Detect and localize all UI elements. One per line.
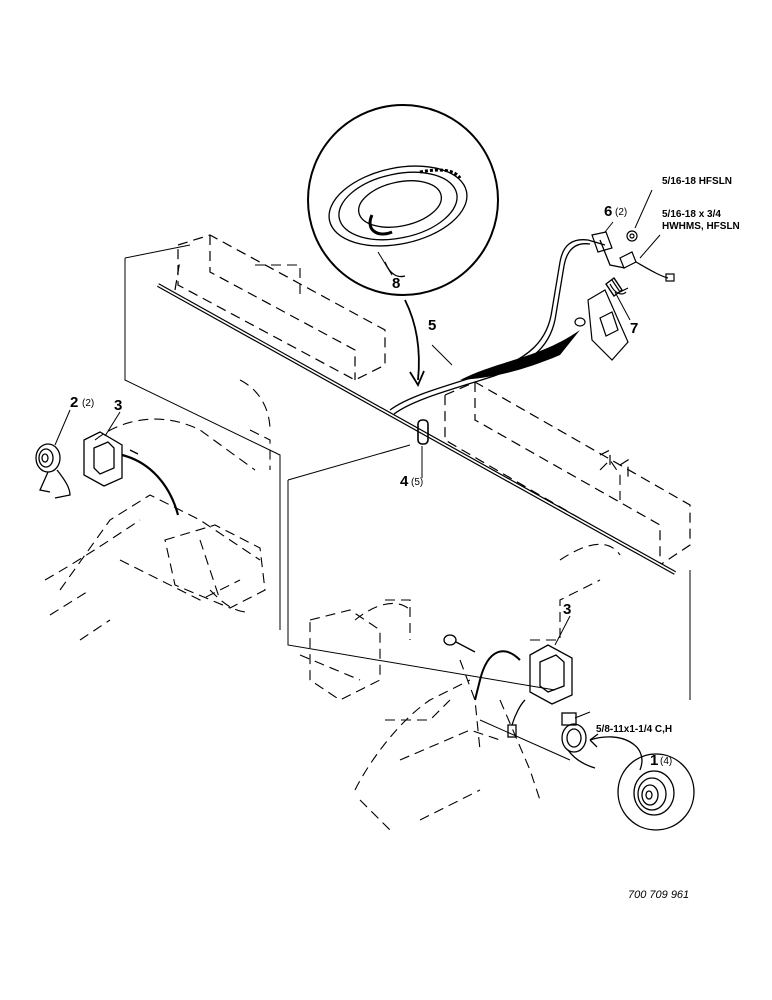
screw-spec-label-1: 5/16-18 x 3/4 (662, 209, 721, 220)
callout-1: 1 (4) (650, 752, 672, 769)
screw-spec-label-2: HWHMS, HFSLN (662, 221, 740, 232)
clip-item-4 (417, 419, 429, 445)
callout-6-number: 6 (604, 203, 612, 220)
lamp-detail (589, 733, 695, 831)
coil-leader (404, 299, 425, 387)
harness-rod (157, 283, 676, 575)
upper-beam (174, 234, 386, 381)
callout-5: 5 (428, 317, 436, 334)
callout-6-qty: (2) (615, 207, 627, 218)
connector-item-7 (605, 276, 623, 298)
callout-3-right: 3 (563, 601, 571, 618)
bracket-hardware (574, 230, 675, 361)
left-frame (44, 264, 301, 641)
upper-panel (124, 244, 691, 761)
callout-4-number: 4 (400, 473, 409, 490)
callout-4: 4 (5) (400, 473, 423, 490)
bolt-spec-label: 5/8-11x1-1/4 C,H (596, 724, 672, 735)
harness-cable (389, 239, 626, 415)
part-number: 700 709 961 (628, 889, 689, 901)
callout-8: 8 (392, 275, 400, 292)
lower-beam (444, 381, 691, 566)
leader-lines (54, 189, 661, 719)
callout-6: 6 (2) (604, 203, 627, 220)
nut-spec-label: 5/16-18 HFSLN (662, 176, 732, 187)
callout-2-number: 2 (70, 394, 78, 411)
callout-2: 2 (2) (70, 394, 94, 411)
callout-1-number: 1 (650, 752, 658, 769)
left-light-assembly (35, 431, 180, 516)
callout-7: 7 (630, 320, 638, 337)
coil-detail (307, 104, 499, 296)
callout-1-qty: (4) (660, 756, 672, 767)
callout-2-qty: (2) (82, 398, 94, 409)
lower-frame (299, 459, 621, 831)
callout-4-qty: (5) (411, 477, 423, 488)
detail-wedge (460, 330, 580, 380)
right-light-assembly (443, 634, 596, 769)
callout-3-left: 3 (114, 397, 122, 414)
